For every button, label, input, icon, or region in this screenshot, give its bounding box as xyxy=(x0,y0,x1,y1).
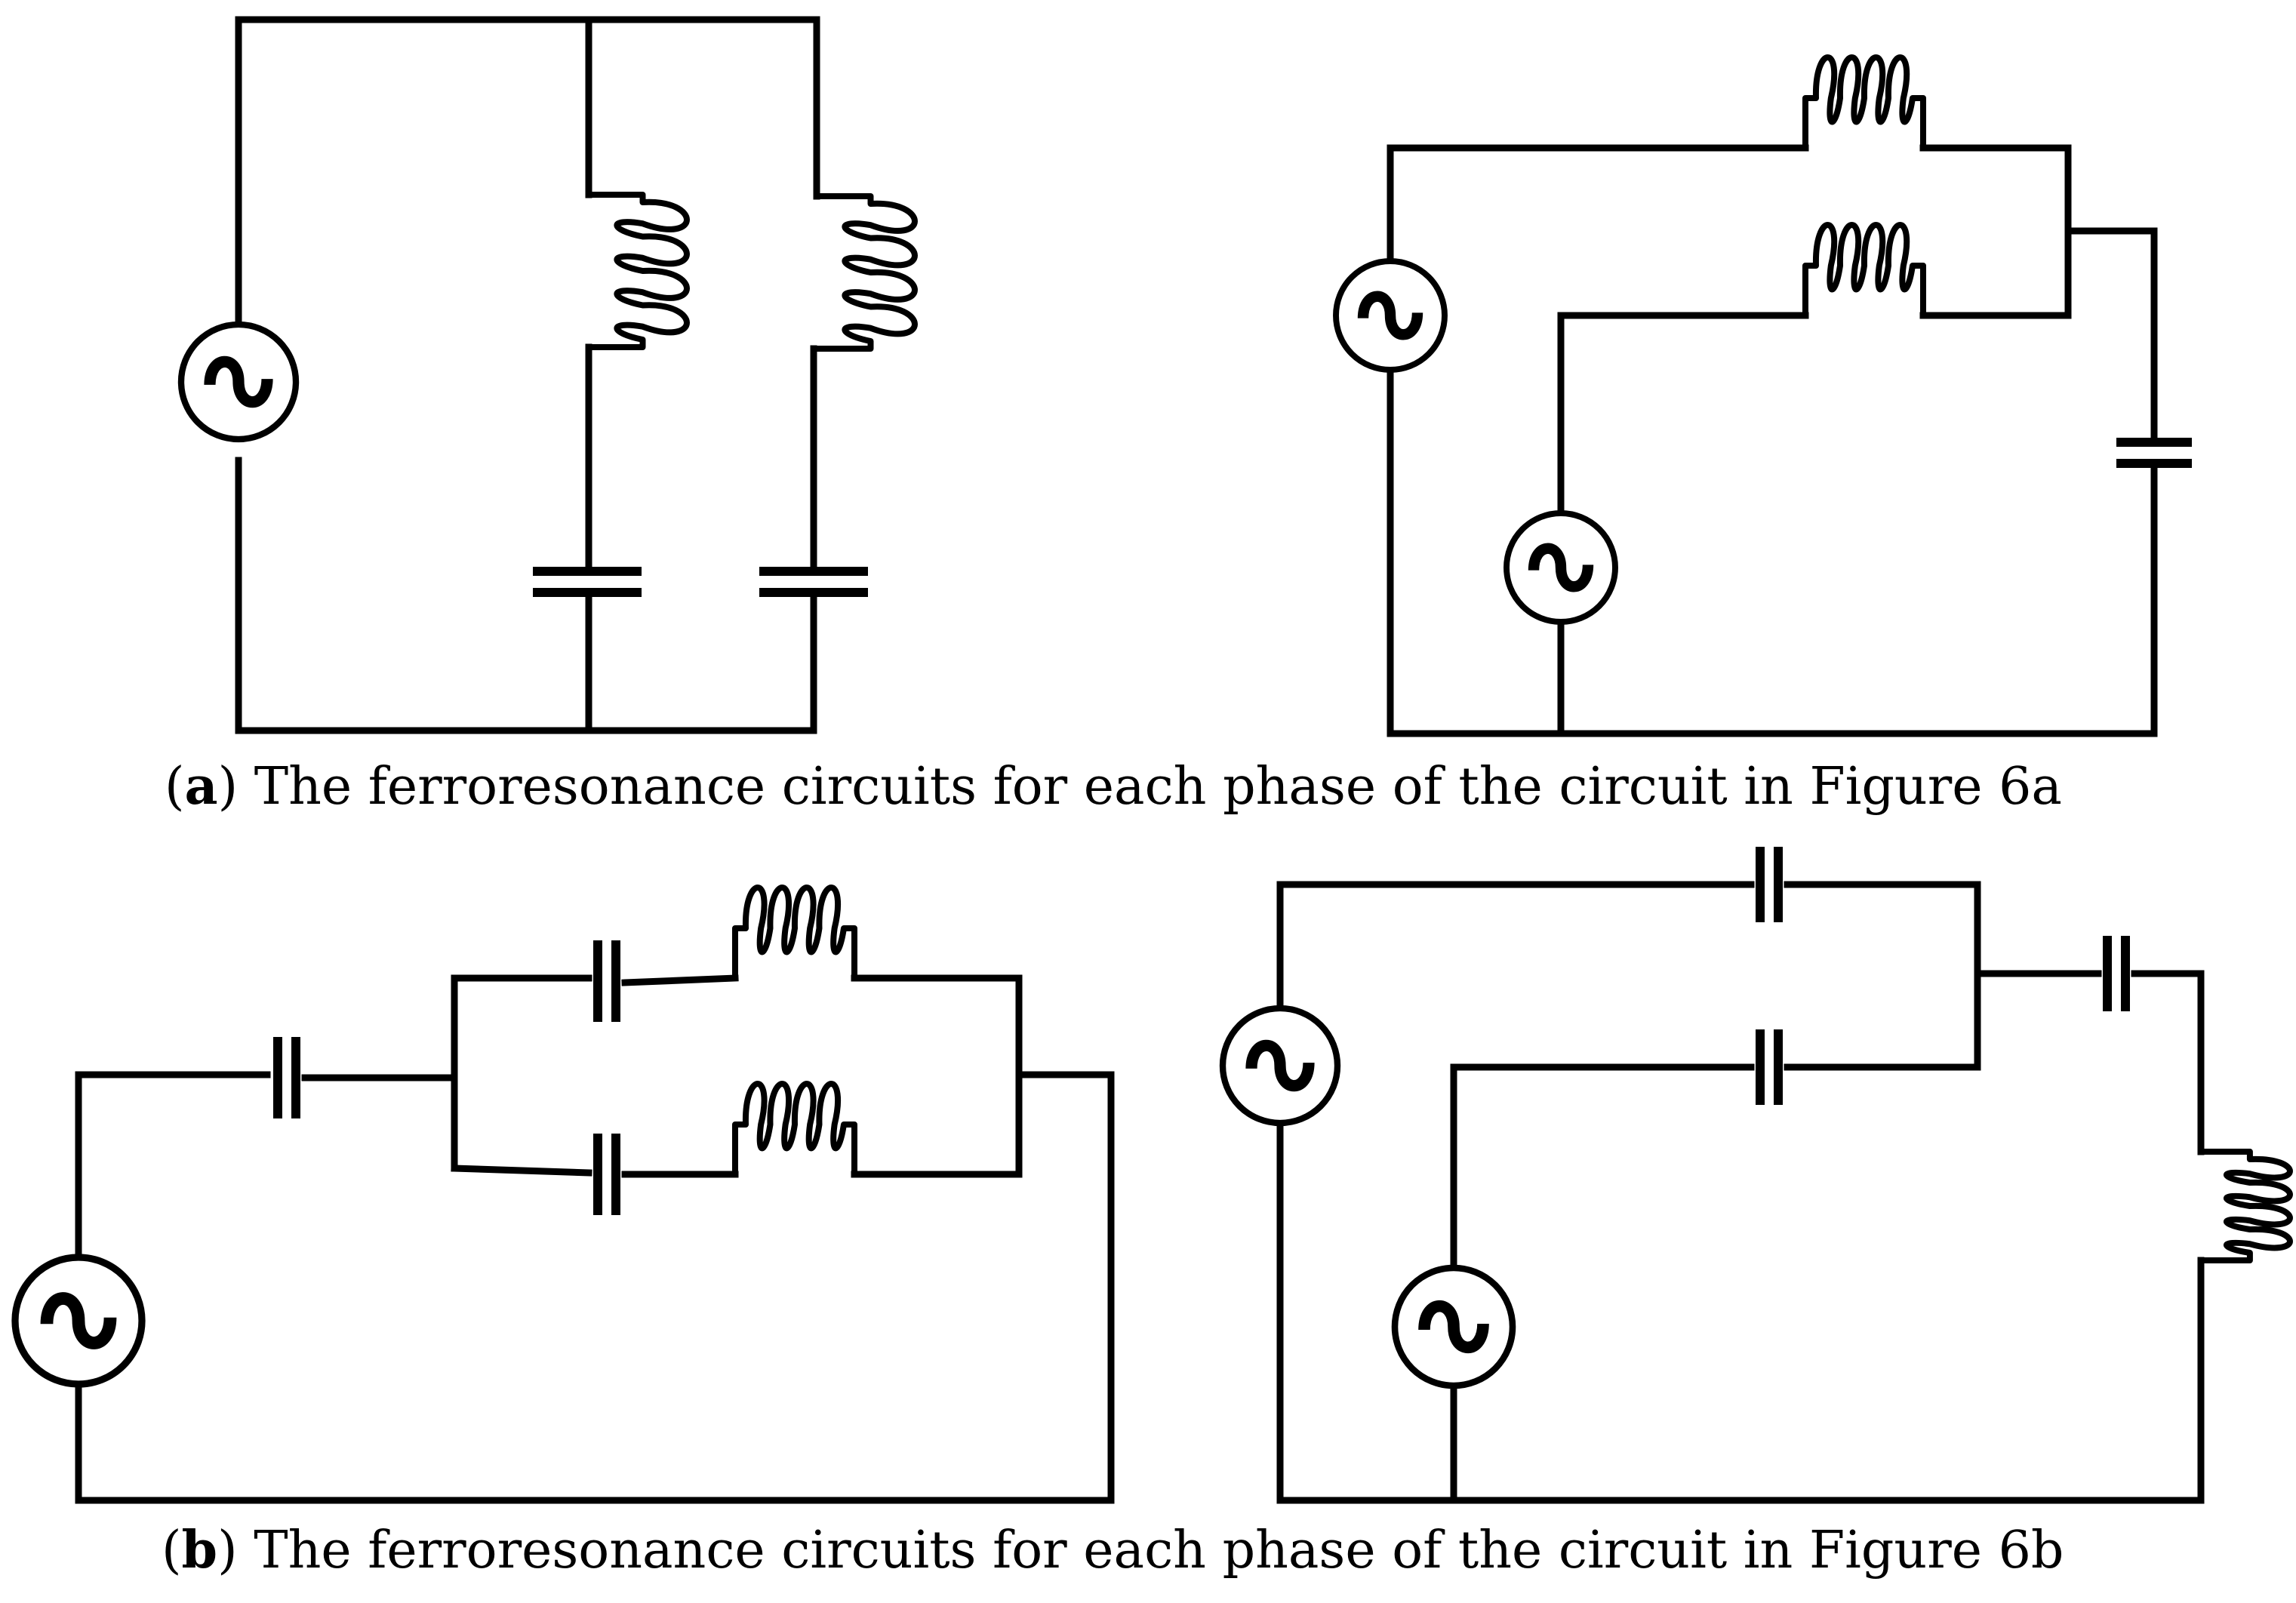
inductor-icon xyxy=(2198,1149,2293,1263)
capacitor-icon xyxy=(593,940,620,1022)
inductor-icon xyxy=(586,192,690,350)
caption-b: (b) The ferroresonance circuits for each… xyxy=(162,1520,2064,1580)
caption-a-text: The ferroresonance circuits for each pha… xyxy=(254,757,2062,817)
wire-upper-b xyxy=(621,974,739,986)
wire-right-loop xyxy=(1784,881,1981,1071)
wire-bottom xyxy=(1276,1110,2205,1504)
ac-voltage-source-icon xyxy=(1219,1005,1341,1127)
capacitor-icon xyxy=(2116,438,2192,468)
ac-voltage-source-icon xyxy=(11,1254,146,1388)
caption-b-text: The ferroresonance circuits for each pha… xyxy=(254,1521,2064,1580)
wire-inner-top xyxy=(1557,312,1809,537)
inductor-icon xyxy=(814,193,918,352)
wire-cap3-right xyxy=(2131,970,2205,1155)
wire-bottom xyxy=(235,457,817,734)
wire-cap-top xyxy=(2064,227,2158,442)
wire-right-loop xyxy=(1919,144,2072,319)
inductor-icon xyxy=(1802,222,1926,318)
inductor-icon xyxy=(732,885,857,981)
panel-b-circuits xyxy=(11,847,2293,1504)
panel-a-circuits xyxy=(177,16,2192,737)
wire-top xyxy=(235,16,820,345)
wire-inner-top xyxy=(1450,1063,1755,1278)
ac-voltage-source-icon xyxy=(1333,258,1448,373)
ac-voltage-source-icon xyxy=(177,321,300,443)
wire-bottom xyxy=(1387,365,2158,737)
caption-a: (a) The ferroresonance circuits for each… xyxy=(165,756,2062,817)
ac-voltage-source-icon xyxy=(1503,510,1618,625)
capacitor-icon xyxy=(533,567,642,597)
capacitor-icon xyxy=(1756,1029,1783,1105)
wire-top xyxy=(1276,881,1755,1023)
inductor-icon xyxy=(1802,54,1926,151)
capacitor-icon xyxy=(593,1134,620,1215)
wire-top-1 xyxy=(1387,144,1809,285)
ac-voltage-source-icon xyxy=(1391,1264,1516,1389)
wire-right-loop xyxy=(851,974,1023,1178)
capacitor-icon xyxy=(2103,936,2130,1011)
wire-left-top xyxy=(75,1071,271,1275)
wire-outer xyxy=(75,1071,1115,1504)
capacitor-icon xyxy=(273,1037,300,1118)
panel-letter-a: a xyxy=(184,756,218,817)
capacitor-icon xyxy=(1756,847,1783,922)
panel-letter-b: b xyxy=(181,1520,218,1580)
inductor-icon xyxy=(732,1081,857,1177)
capacitor-icon xyxy=(759,567,868,597)
wire-lower-a xyxy=(451,1165,592,1177)
